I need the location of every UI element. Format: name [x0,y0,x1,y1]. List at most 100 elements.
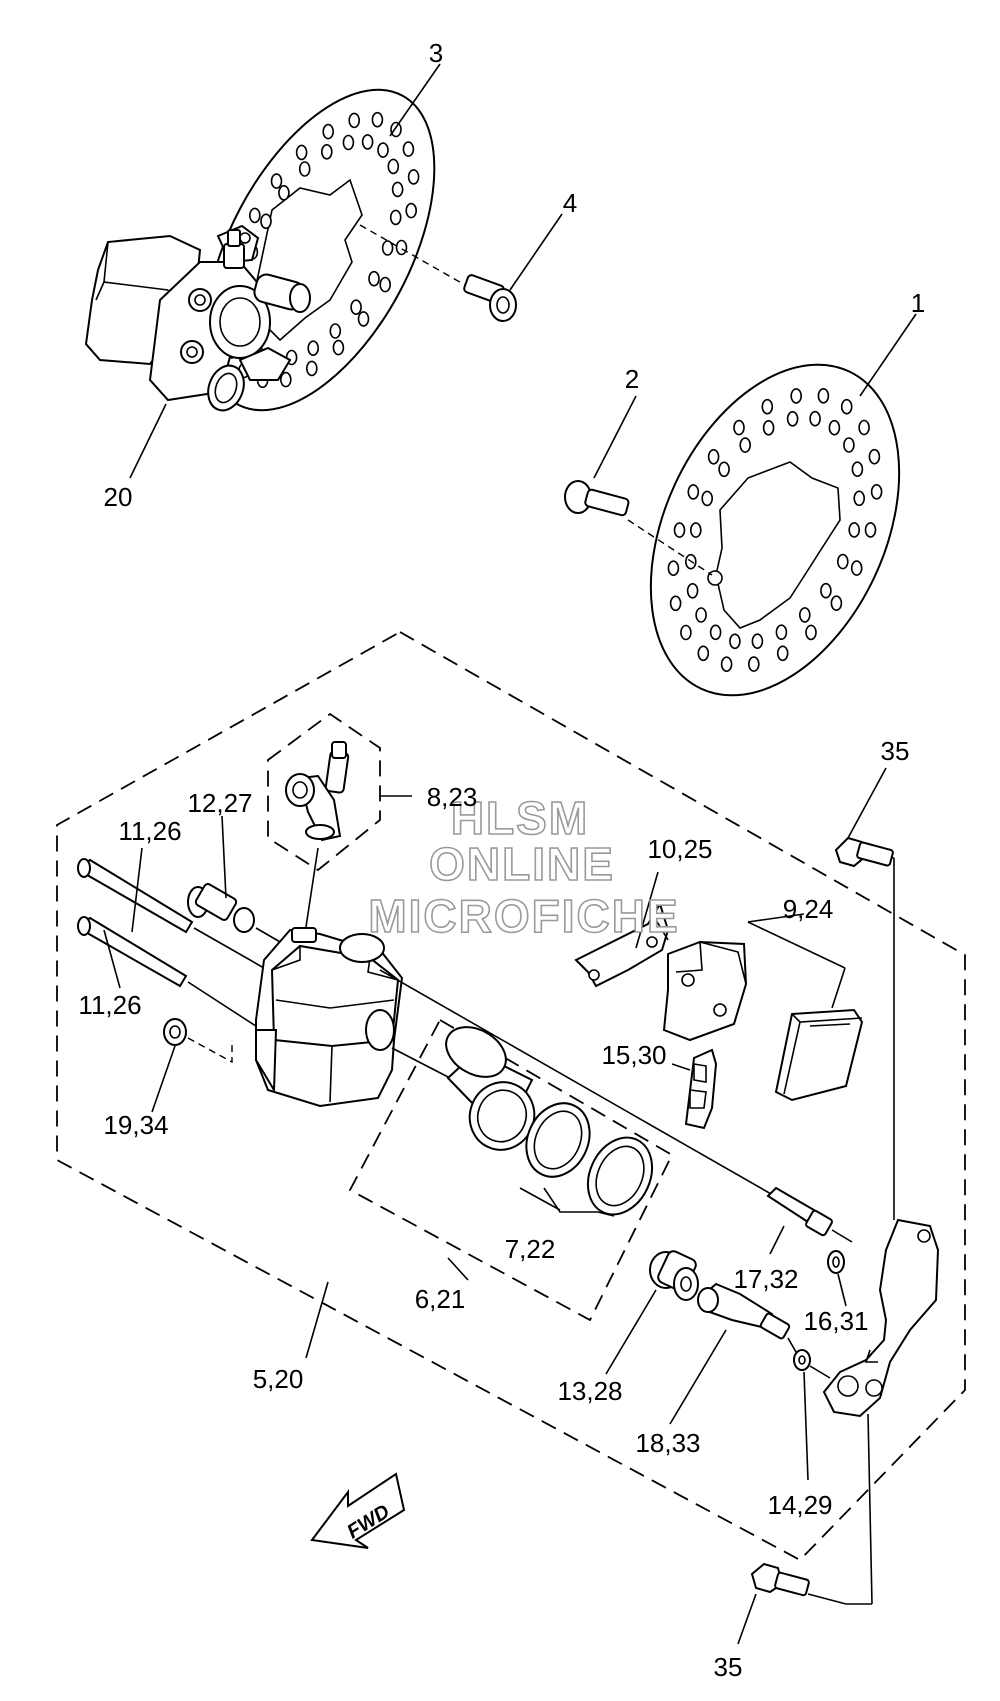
disc-vent-hole [320,144,333,160]
disc-vent-hole [381,240,394,256]
bolt-35-top [834,836,894,868]
bleed-screw-boundary [267,712,381,872]
disc-vent-hole [686,582,699,599]
callout-7-22: 7,22 [505,1234,556,1264]
disc-vent-hole [747,656,760,672]
disc-vent-hole [260,213,272,230]
callout-35-top: 35 [881,736,910,766]
disc-vent-hole [775,624,788,641]
piston-group-boundary [348,1018,674,1322]
bolt-4 [359,224,517,322]
disc-vent-hole [828,419,841,436]
fwd-arrow-icon: FWD [310,1472,406,1549]
disc-vent-hole [368,270,380,287]
disc-vent-hole [295,144,308,161]
bolt-2 [564,480,713,576]
disc-vent-hole [329,323,342,339]
callout-11-26-bottom: 11,26 [78,990,141,1020]
disc-vent-hole [350,299,362,316]
callout-17-32: 17,32 [733,1264,798,1294]
disc-vent-hole [361,134,374,150]
disc-vent-hole [348,112,361,129]
callout-1: 1 [911,288,925,318]
disc-vent-hole [307,340,320,357]
callout-12-27: 12,27 [187,788,252,818]
washer-14-29 [793,1349,831,1379]
pin-17-32 [766,1186,853,1243]
disc-vent-hole [786,410,799,427]
watermark: HLSM ONLINE MICROFICHE [368,791,679,943]
disc-vent-hole [709,624,722,641]
disc-vent-hole [377,142,389,158]
bush-19-34 [163,1018,233,1064]
callout-16-31: 16,31 [803,1306,868,1336]
disc-vent-hole [718,461,730,478]
disc-vent-hole [868,448,881,465]
piston-and-seals [445,1026,654,1217]
disc-vent-hole [761,398,774,415]
disc-vent-hole [729,633,741,650]
bolt-12-27 [187,883,295,951]
disc-vent-hole [707,448,720,465]
disc-vent-hole [733,419,745,436]
disc-vent-hole [387,158,400,175]
bleed-screw [285,741,350,941]
callout-5-20: 5,20 [253,1364,304,1394]
disc-vent-hole [751,633,764,650]
disc-vent-hole [790,388,803,404]
disc-vent-hole [830,595,843,612]
pin-18-33 [697,1282,797,1353]
disc-vent-hole [407,169,420,185]
callout-labels: 3 4 1 2 20 35 8,23 12,27 11,26 11,26 10,… [78,38,925,1682]
callout-6-21: 6,21 [415,1284,466,1314]
disc-vent-hole [798,607,811,623]
disc-vent-hole [820,582,832,599]
disc-vent-hole [843,437,855,453]
disc-vent-hole [270,173,283,189]
assembly-boundary-5-20 [56,630,966,1562]
disc-vent-hole [395,239,408,256]
bush-13-28 [649,1250,699,1301]
disc-vent-hole [332,339,345,356]
disc-vent-hole [840,398,853,415]
disc-vent-hole [249,207,261,224]
disc-vent-hole [695,607,707,623]
caliper-assembled [84,224,311,412]
callout-18-33: 18,33 [635,1428,700,1458]
disc-vent-hole [836,553,849,570]
disc-vent-hole [864,522,877,538]
disc-vent-hole [279,371,292,388]
leader-lines [103,63,917,1645]
disc-vent-hole [762,419,775,436]
caliper-body [255,927,821,1223]
callout-15-30: 15,30 [601,1040,666,1070]
disc-vent-hole [850,560,863,576]
disc-vent-hole [322,123,335,140]
disc-vent-hole [853,490,866,507]
disc-vent-hole [687,484,700,500]
disc-vent-hole [379,276,392,293]
pad-retainer-15-30 [684,1048,718,1130]
disc-vent-hole [673,522,686,538]
disc-vent-hole [305,360,318,377]
washer-16-31 [827,1250,845,1274]
disc-1 [649,363,901,697]
callout-8-23: 8,23 [427,782,478,812]
disc-vent-hole [858,419,870,436]
disc-vent-hole [402,141,415,157]
disc-vent-hole [405,202,418,219]
watermark-line-3: MICROFICHE [368,890,679,942]
pad-spring-10-25 [574,901,670,988]
disc-vent-hole [689,522,702,538]
disc-vent-hole [278,185,290,201]
bolt-35-bottom [750,1562,872,1605]
disc-vent-hole [720,656,733,673]
disc-vent-hole [848,522,861,538]
disc-vent-hole [870,483,883,500]
disc-vent-hole [342,134,355,151]
disc-vent-hole [739,437,752,453]
disc-vent-hole [805,624,817,641]
disc-vent-hole [701,490,714,507]
callout-10-25: 10,25 [647,834,712,864]
